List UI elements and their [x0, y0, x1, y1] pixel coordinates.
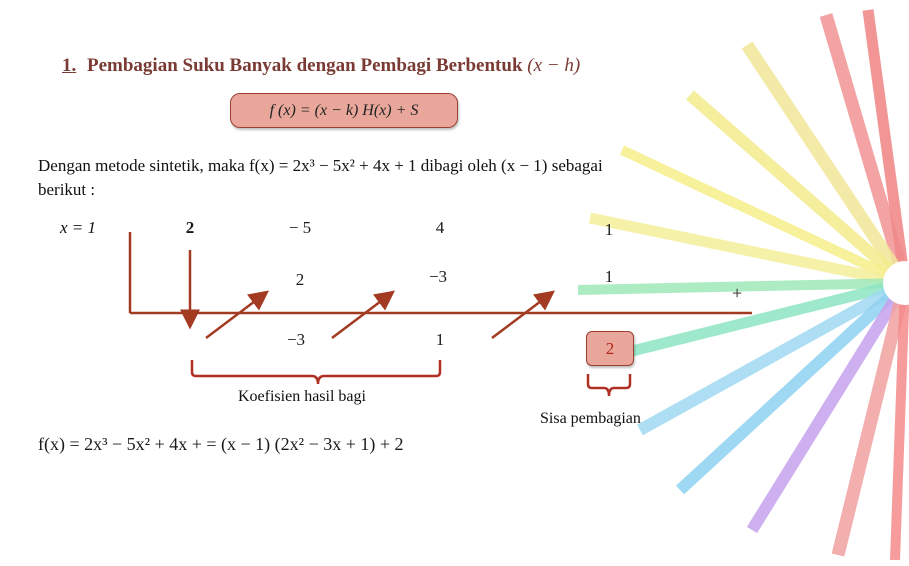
- quotient-coef-1: −3: [286, 330, 306, 349]
- product-row2-3: 1: [604, 267, 614, 286]
- description-line-2: berikut :: [38, 180, 96, 199]
- general-formula: f (x) = (x − k) H(x) + S: [269, 101, 419, 119]
- section-number: 1.: [62, 55, 77, 76]
- quotient-coef-2: 1: [435, 330, 445, 349]
- result-equation: f(x) = 2x³ − 5x² + 4x + = (x − 1) (2x² −…: [38, 434, 404, 454]
- multiply-arrow-3: [491, 290, 555, 339]
- coef-row1-4: 1: [604, 220, 614, 239]
- description-line-1: Dengan metode sintetik, maka f(x) = 2x³ …: [38, 156, 603, 175]
- quotient-brace: [190, 360, 442, 385]
- coef-row1-1: 2: [185, 218, 195, 237]
- divisor-form: (x − h): [527, 55, 581, 76]
- divisor-value: x = 1: [60, 218, 97, 237]
- section-heading: 1. Pembagian Suku Banyak dengan Pembagi …: [62, 55, 580, 77]
- remainder-value: 2: [605, 338, 615, 358]
- remainder-box: 2: [586, 331, 634, 366]
- plus-sign: +: [732, 283, 743, 303]
- product-row2-2: −3: [428, 267, 448, 286]
- section-title: Pembagian Suku Banyak dengan Pembagi Ber…: [87, 55, 523, 76]
- product-row2-1: 2: [295, 270, 305, 289]
- multiply-arrow-2: [331, 290, 395, 339]
- multiply-arrow-1: [205, 290, 269, 339]
- quotient-label: Koefisien hasil bagi: [238, 388, 366, 405]
- remainder-label: Sisa pembagian: [540, 410, 641, 427]
- remainder-brace: [586, 374, 632, 397]
- general-formula-box: f (x) = (x − k) H(x) + S: [230, 93, 458, 128]
- coef-row1-2: − 5: [288, 218, 312, 237]
- coef-row1-3: 4: [435, 218, 445, 237]
